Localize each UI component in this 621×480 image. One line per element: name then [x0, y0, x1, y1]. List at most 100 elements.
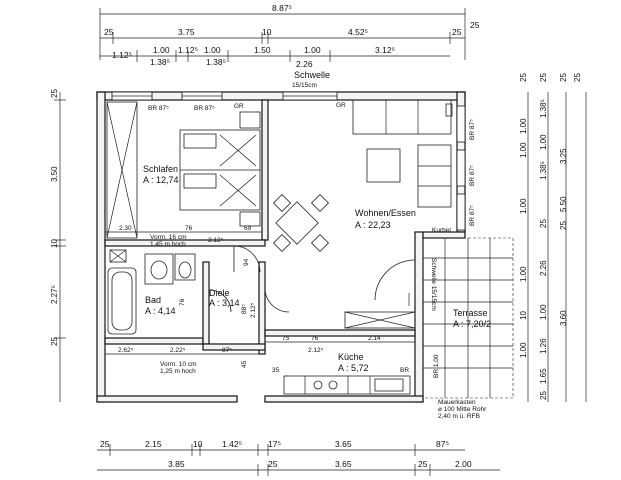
dim-k-214: 2.14: [368, 335, 381, 342]
dim-k-2125: 2.12⁵: [308, 347, 324, 354]
dim-left-2: 3.50: [50, 166, 59, 182]
dim-v-45: 45: [241, 360, 248, 368]
dim-bottom-2-3: 3.65: [335, 459, 352, 469]
hall-doors: [208, 245, 290, 313]
right-dimension-chains: 25 25 25 25 1.38⁵ 1.00 1.00 1.00 1.38⁵ 1…: [519, 73, 587, 402]
top-dimension-chains: 8.87⁵ 25 25 3.75 10 4.52⁵ 25 1.12⁵ 1.00 …: [99, 3, 480, 69]
dim-right-a-4: 1.38⁵: [539, 161, 548, 180]
dim-bottom-2-5: 2.00: [455, 459, 472, 469]
dim-k-76: 76: [311, 335, 319, 342]
dim-right-b-3: 1.00: [519, 142, 528, 158]
room-name-wohnen: Wohnen/Essen: [355, 208, 416, 218]
room-name-terrasse: Terrasse: [453, 308, 488, 318]
dim-i-76: 76: [185, 225, 193, 232]
right-window-label-2: BR 87⁵: [469, 165, 476, 186]
room-name-bad: Bad: [145, 295, 161, 305]
kitchen-units: [283, 311, 416, 395]
dim-i-230: 2.30: [119, 225, 132, 232]
dim-right-c-1: 25: [559, 73, 568, 82]
mauer-note-3: 2,40 m ü. RFB: [438, 413, 480, 420]
dim-left-1: 25: [50, 89, 59, 98]
window-label-1: BR 87⁵: [148, 105, 169, 112]
dim-top-3-2: 1.00: [153, 45, 170, 55]
dim-overall-width: 8.87⁵: [272, 3, 292, 13]
dim-top-3-5: 1.50: [254, 45, 271, 55]
dim-right-c-3: 5.50: [559, 196, 568, 212]
dim-top-3-3: 1.12⁵: [178, 45, 198, 55]
dim-bottom-1-6: 3.65: [335, 439, 352, 449]
terrace-hatch: [422, 237, 514, 399]
dim-bottom-1-4: 1.42⁵: [222, 439, 242, 449]
dim-875: 87⁵: [222, 347, 232, 354]
dim-diele-width: 2.22⁵: [170, 347, 186, 354]
dim-v-76: 76: [179, 298, 186, 306]
dim-v-94: 94: [243, 258, 250, 266]
dim-bottom-1-1: 25: [100, 439, 110, 449]
dim-right-a-8: 1.26: [539, 338, 548, 354]
dim-i-69: 69: [244, 225, 252, 232]
interior-dimensions: 2.30 76 69 2.12⁵ Vorm. 16 cm 1,45 m hoch…: [105, 225, 415, 375]
dim-top-2-3: 10: [262, 27, 272, 37]
bedroom-furniture: [106, 101, 261, 239]
mauer-note-1: Mauerkasten: [438, 399, 476, 406]
top-windows: [111, 91, 338, 101]
dim-left-5: 25: [50, 337, 59, 346]
dim-top-2-4: 4.52⁵: [348, 27, 368, 37]
window-label-3: GR: [234, 103, 244, 110]
dim-bottom-2-1: 3.85: [168, 459, 185, 469]
dim-k-75: 75: [282, 335, 290, 342]
dim-right-a-7: 1.00: [539, 304, 548, 320]
dim-v-35: 35: [272, 367, 280, 374]
br-kitchen-label: BR: [400, 367, 409, 374]
threshold-label: Schwelle: [294, 70, 330, 80]
dim-bottom-1-5: 17⁵: [268, 439, 281, 449]
dim-right-b-6: 10: [519, 311, 528, 320]
dim-bad-width: 2.62⁵: [118, 347, 134, 354]
dim-top-2-1: 25: [104, 27, 114, 37]
dim-left-4: 2.27⁵: [50, 285, 59, 304]
left-dimension-chain: 25 3.50 10 2.27⁵ 25: [50, 89, 66, 402]
dim-top-2-2: 3.75: [178, 27, 195, 37]
dim-right-a-2: 1.38⁵: [539, 99, 548, 118]
dim-right-a-1: 25: [519, 73, 528, 82]
dim-top-3-4: 1.00: [204, 45, 221, 55]
dim-top-3-7: 3.12⁵: [375, 45, 395, 55]
dim-right-c-5: 3.60: [559, 310, 568, 326]
dim-bottom-2-4: 25: [418, 459, 428, 469]
outer-walls: [96, 91, 466, 403]
room-area-kueche: A : 5,72: [338, 363, 369, 373]
dim-right-b-2: 1.00: [519, 118, 528, 134]
room-name-diele: Diele: [209, 288, 230, 298]
living-furniture: [272, 99, 453, 253]
dim-right-b-5: 1.00: [519, 266, 528, 282]
room-area-bad: A : 4,14: [145, 306, 176, 316]
dim-right-a-9: 1.65: [539, 368, 548, 384]
right-windows: [456, 105, 466, 231]
mauer-note-2: ⌀ 100 Mitte Rohr: [438, 406, 487, 413]
room-area-schlafen: A : 12,74: [143, 175, 179, 185]
room-area-diele: A : 3,14: [209, 298, 240, 308]
dim-right-a-3: 1.00: [539, 134, 548, 150]
dim-bottom-1-3: 10: [193, 439, 203, 449]
dim-right-c-1b: 25: [573, 73, 582, 82]
room-area-terrasse: A : 7,20/2: [453, 319, 491, 329]
note-145-hoch: 1,45 m hoch: [150, 241, 186, 248]
dim-v-2125: 2.12⁵: [250, 302, 257, 318]
dim-top-3-6: 1.00: [304, 45, 321, 55]
dim-right-c-4: 25: [559, 221, 568, 230]
dim-left-3: 10: [50, 239, 59, 248]
dim-i-2125: 2.12⁵: [208, 237, 224, 244]
dim-right-a-5: 25: [539, 219, 548, 228]
note-vorm-16: Vorm. 16 cm: [150, 234, 186, 241]
window-label-4: GR: [336, 102, 346, 109]
dim-top-3-1: 1.12⁵: [112, 50, 132, 60]
right-window-label-3: BR 87⁵: [469, 205, 476, 226]
schwelle-vertical: Schwelle 15/15cm: [430, 258, 437, 311]
room-name-kueche: Küche: [338, 352, 364, 362]
br-100-label: BR 1,00: [433, 354, 440, 378]
dim-bottom-1-7: 87⁵: [436, 439, 449, 449]
dim-right-b-4: 1.00: [519, 198, 528, 214]
kurbel-label: Kurbel: [432, 227, 451, 234]
